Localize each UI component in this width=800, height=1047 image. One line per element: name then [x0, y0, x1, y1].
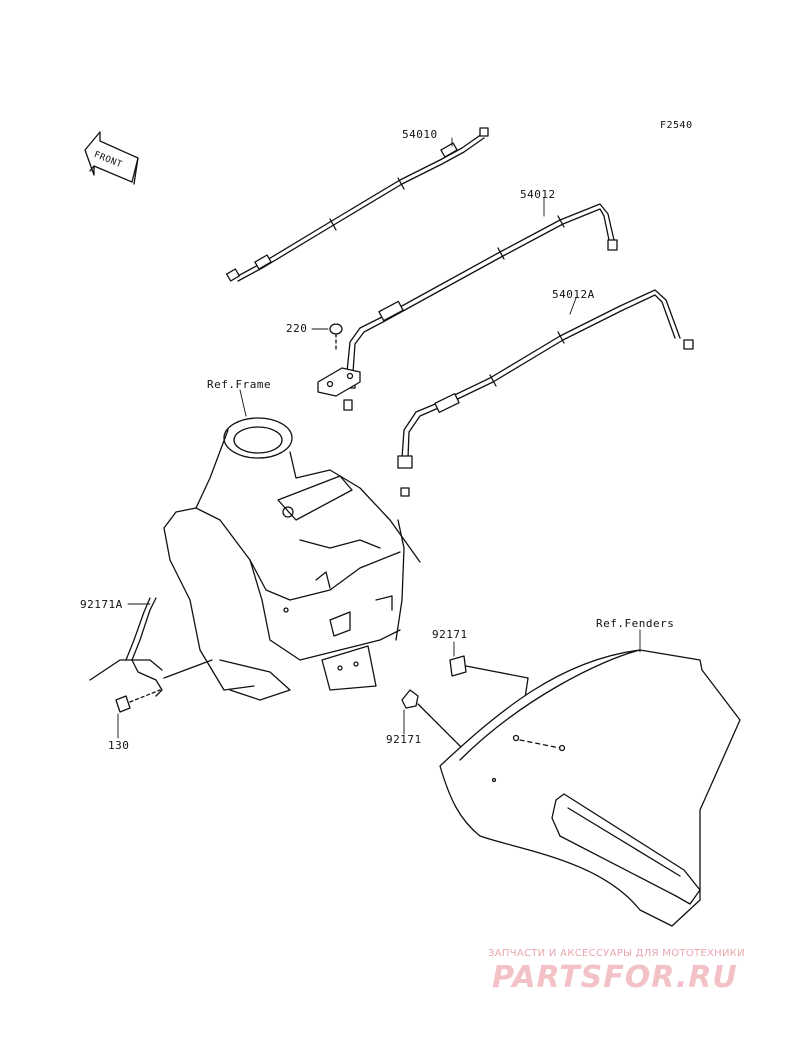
ref-frame-label: Ref.Frame	[207, 378, 272, 391]
part-label-54010: 54010	[402, 128, 438, 141]
leader-lines	[117, 137, 641, 739]
cable-54012	[342, 203, 618, 411]
clamp-92171a	[89, 597, 213, 697]
fender-outline	[439, 649, 741, 927]
ref-fenders-label: Ref.Fenders	[596, 617, 675, 630]
watermark-logo: PARTSFOR.RU	[492, 960, 738, 995]
watermark-tagline: ЗАПЧАСТИ И АКСЕССУАРЫ ДЛЯ МОТОТЕХНИКИ	[488, 948, 745, 959]
part-label-220: 220	[286, 322, 308, 335]
cable-54010	[226, 127, 489, 282]
part-label-54012a: 54012A	[552, 288, 595, 301]
frame-outline	[163, 417, 421, 701]
bolt-130	[115, 689, 161, 713]
front-arrow-icon	[84, 131, 139, 185]
bolt-220	[317, 323, 361, 397]
part-label-92171-lower: 92171	[386, 733, 422, 746]
part-label-92171a: 92171A	[80, 598, 123, 611]
cable-54012a	[397, 289, 694, 497]
part-label-54012: 54012	[520, 188, 556, 201]
figure-code: F2540	[660, 120, 693, 131]
part-label-92171-upper: 92171	[432, 628, 468, 641]
part-label-130: 130	[108, 739, 130, 752]
